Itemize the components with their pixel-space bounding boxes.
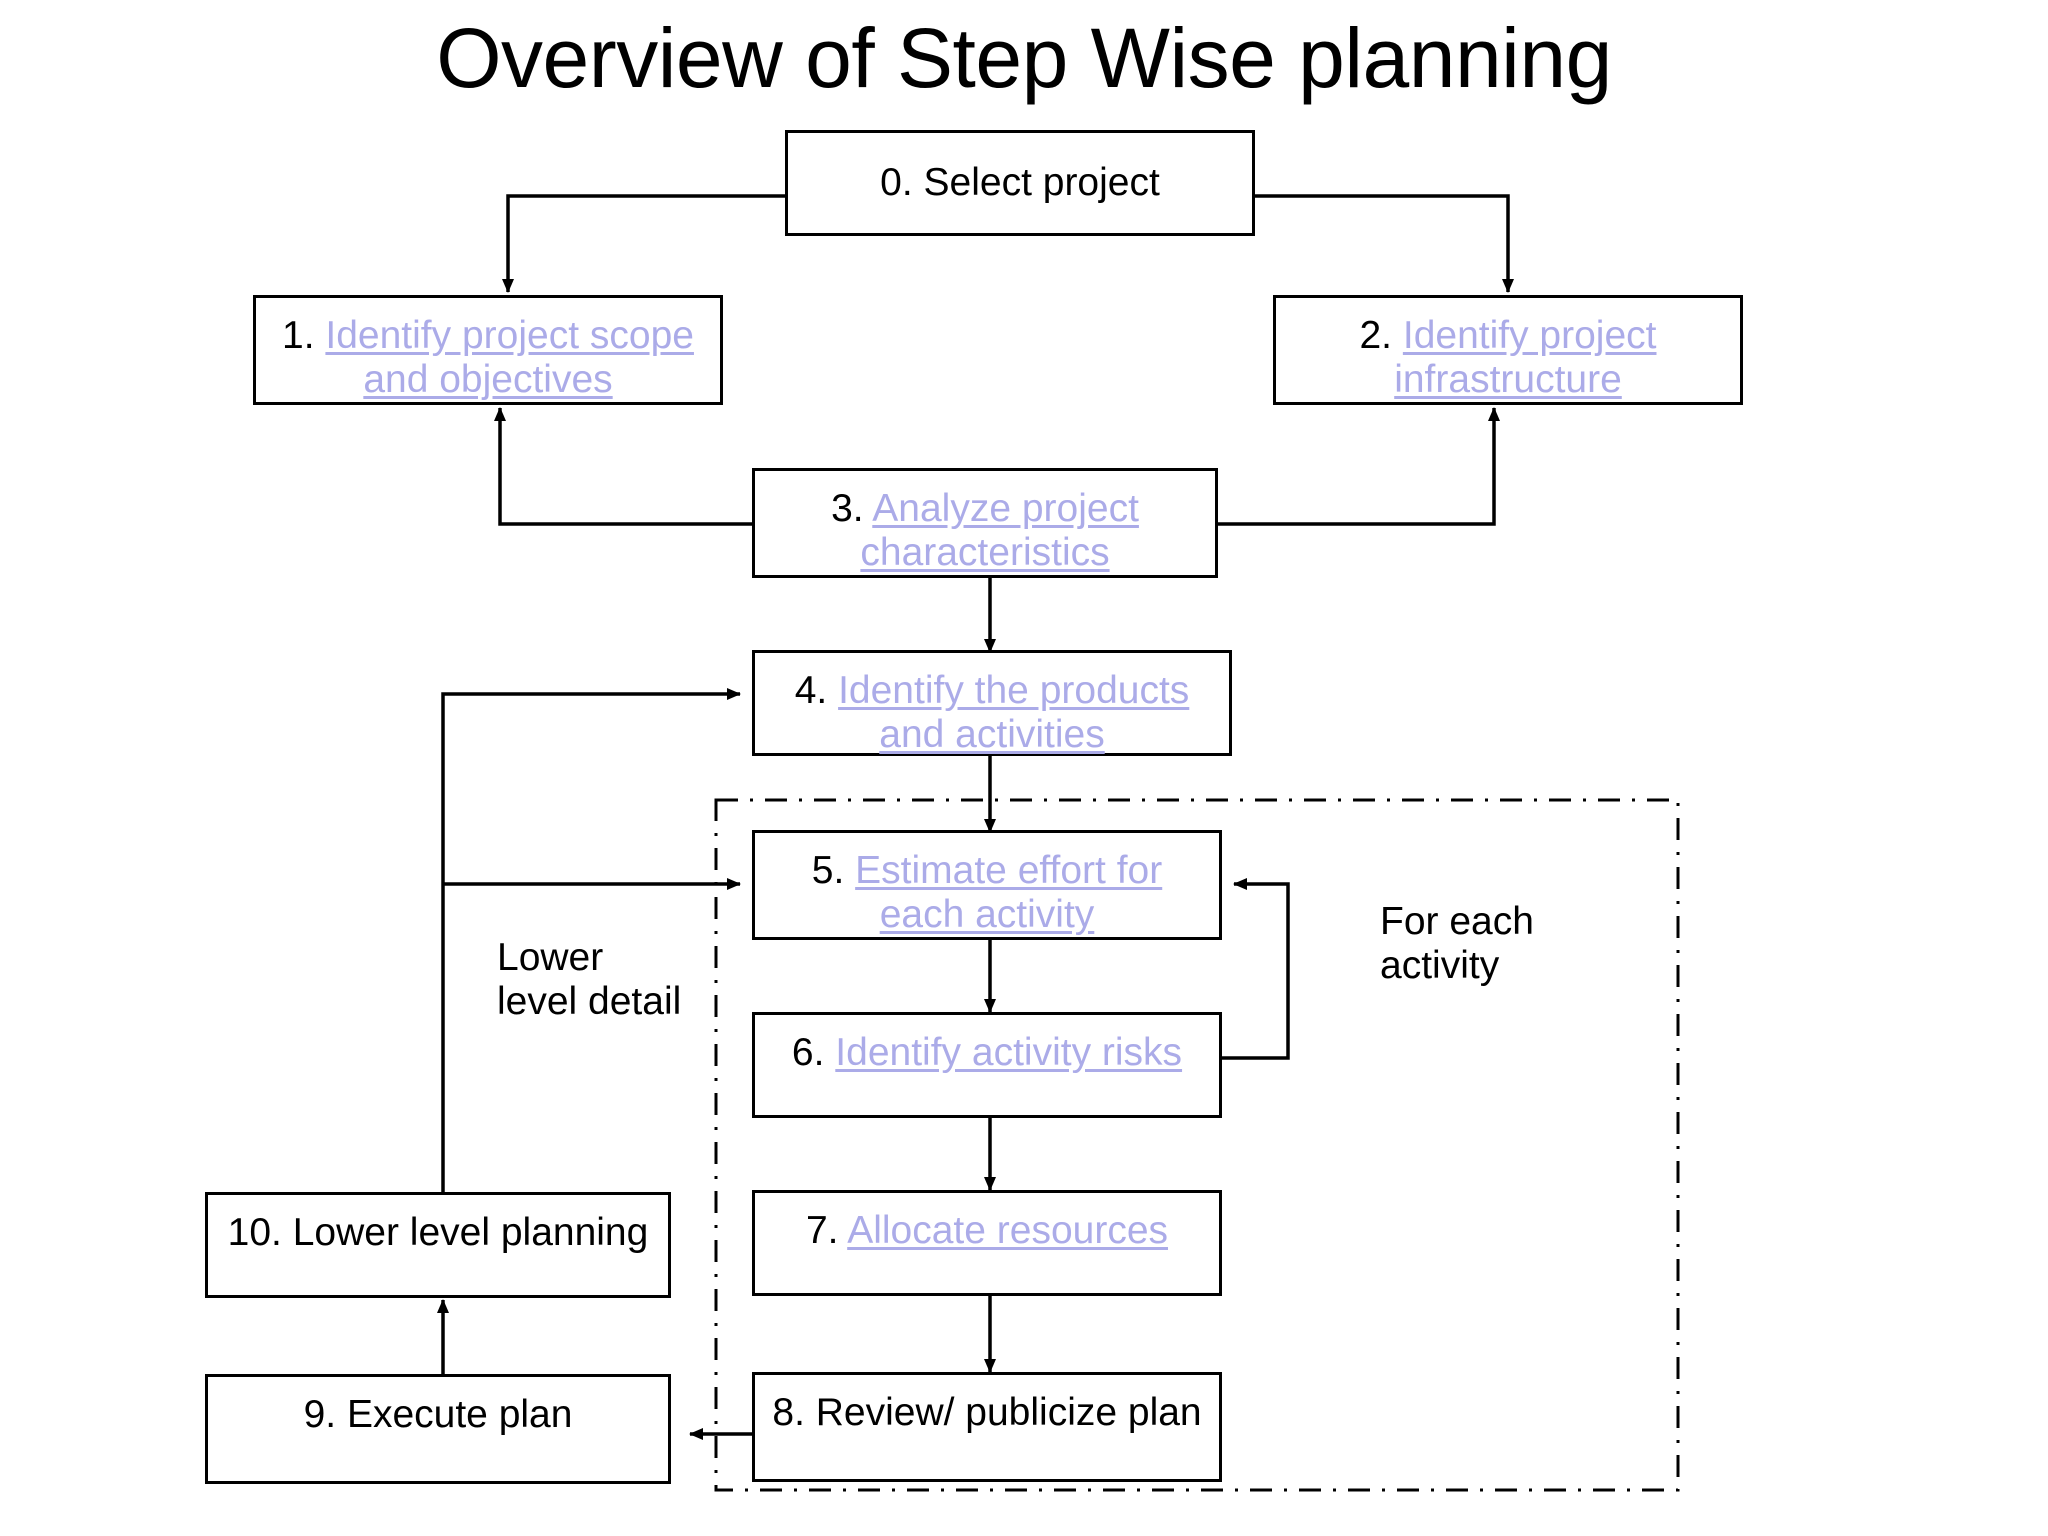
edge-3-to-2 bbox=[1216, 407, 1500, 526]
node-step-6[interactable]: 6. Identify activity risks bbox=[752, 1012, 1222, 1118]
edge-0-to-1 bbox=[502, 194, 785, 293]
node-step-9-label: 9. Execute plan bbox=[303, 1393, 573, 1436]
node-step-0[interactable]: 0. Select project bbox=[785, 130, 1255, 236]
node-step-1[interactable]: 1. Identify project scope and objectives bbox=[253, 295, 723, 405]
node-step-8[interactable]: 8. Review/ publicize plan bbox=[752, 1372, 1222, 1482]
node-step-2[interactable]: 2. Identify project infrastructure bbox=[1273, 295, 1743, 405]
page-title: Overview of Step Wise planning bbox=[436, 11, 1612, 105]
node-step-5-label: 5. Estimate effort for each activity bbox=[811, 849, 1163, 936]
node-step-7-label: 7. Allocate resources bbox=[805, 1209, 1169, 1252]
node-step-0-label: 0. Select project bbox=[880, 161, 1160, 204]
node-step-7[interactable]: 7. Allocate resources bbox=[752, 1190, 1222, 1296]
caption-for-each-activity: For each activity bbox=[1380, 900, 1534, 987]
edge-3-to-1 bbox=[494, 407, 752, 526]
node-step-5[interactable]: 5. Estimate effort for each activity bbox=[752, 830, 1222, 940]
node-step-6-label: 6. Identify activity risks bbox=[791, 1031, 1183, 1074]
node-step-3-label: 3. Analyze project characteristics bbox=[831, 487, 1139, 574]
caption-lower-level-detail: Lower level detail bbox=[497, 936, 682, 1023]
node-step-8-label: 8. Review/ publicize plan bbox=[772, 1391, 1202, 1434]
node-step-1-label: 1. Identify project scope and objectives bbox=[282, 314, 694, 401]
node-step-4-label: 4. Identify the products and activities bbox=[794, 669, 1190, 756]
node-step-2-label: 2. Identify project infrastructure bbox=[1359, 314, 1657, 401]
node-step-3[interactable]: 3. Analyze project characteristics bbox=[752, 468, 1218, 578]
node-step-10[interactable]: 10. Lower level planning bbox=[205, 1192, 671, 1298]
node-step-4[interactable]: 4. Identify the products and activities bbox=[752, 650, 1232, 756]
node-step-10-label: 10. Lower level planning bbox=[227, 1211, 649, 1254]
node-step-9[interactable]: 9. Execute plan bbox=[205, 1374, 671, 1484]
edge-6-to-5-feedback bbox=[1216, 878, 1290, 1060]
edge-0-to-2 bbox=[1255, 194, 1514, 293]
